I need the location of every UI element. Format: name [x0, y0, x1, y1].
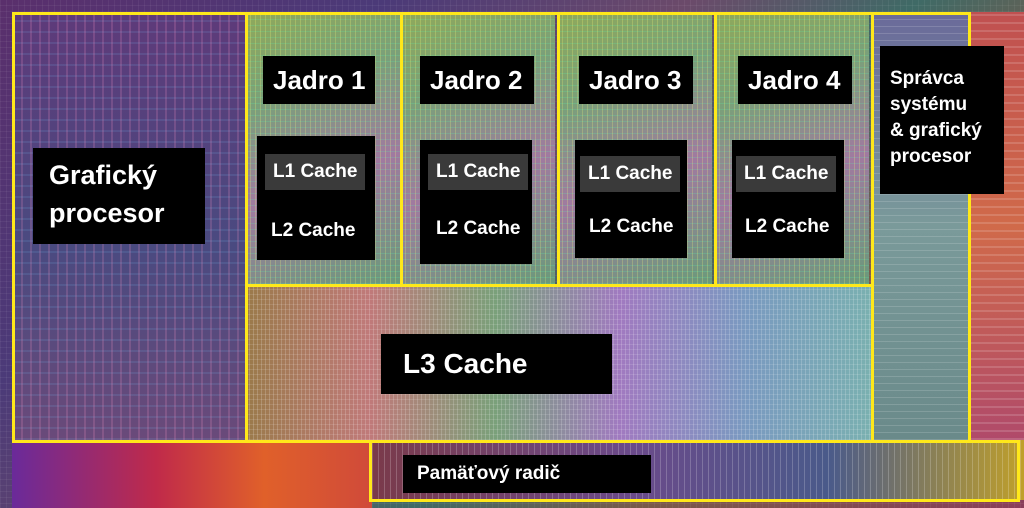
memory-controller-label: Pamäťový radič	[403, 455, 651, 493]
core-1-label: Jadro 1	[263, 56, 375, 104]
core-1-l1-cache-label: L1 Cache	[265, 154, 365, 190]
memory-controller-outline	[369, 440, 1020, 502]
core-2-label: Jadro 2	[420, 56, 534, 104]
core-2-l1-cache-label: L1 Cache	[428, 154, 528, 190]
graphics-processor-label-line2: procesor	[49, 198, 165, 228]
graphics-processor-label-line1: Grafický	[49, 160, 158, 190]
system-agent-label-line4: procesor	[890, 146, 972, 167]
core-3-l2-cache-label: L2 Cache	[589, 216, 674, 237]
core-4-label: Jadro 4	[738, 56, 852, 104]
system-agent-label-line3: & grafický	[890, 120, 982, 141]
core-4-l2-cache-label: L2 Cache	[745, 216, 830, 237]
graphics-processor-label: Grafický procesor	[33, 148, 205, 244]
core-1-l2-cache-label: L2 Cache	[271, 220, 356, 241]
bottom-edge-region	[12, 440, 372, 508]
core-2-l2-cache-label: L2 Cache	[436, 218, 521, 239]
core-4-l1-cache-label: L1 Cache	[736, 156, 836, 192]
system-agent-label-line1: Správca	[890, 68, 964, 89]
system-agent-label-line2: systému	[890, 94, 968, 115]
system-agent-label: Správca systému & grafický procesor	[880, 46, 1004, 194]
core-3-label: Jadro 3	[579, 56, 693, 104]
core-3-l1-cache-label: L1 Cache	[580, 156, 680, 192]
l3-cache-label: L3 Cache	[381, 334, 612, 394]
